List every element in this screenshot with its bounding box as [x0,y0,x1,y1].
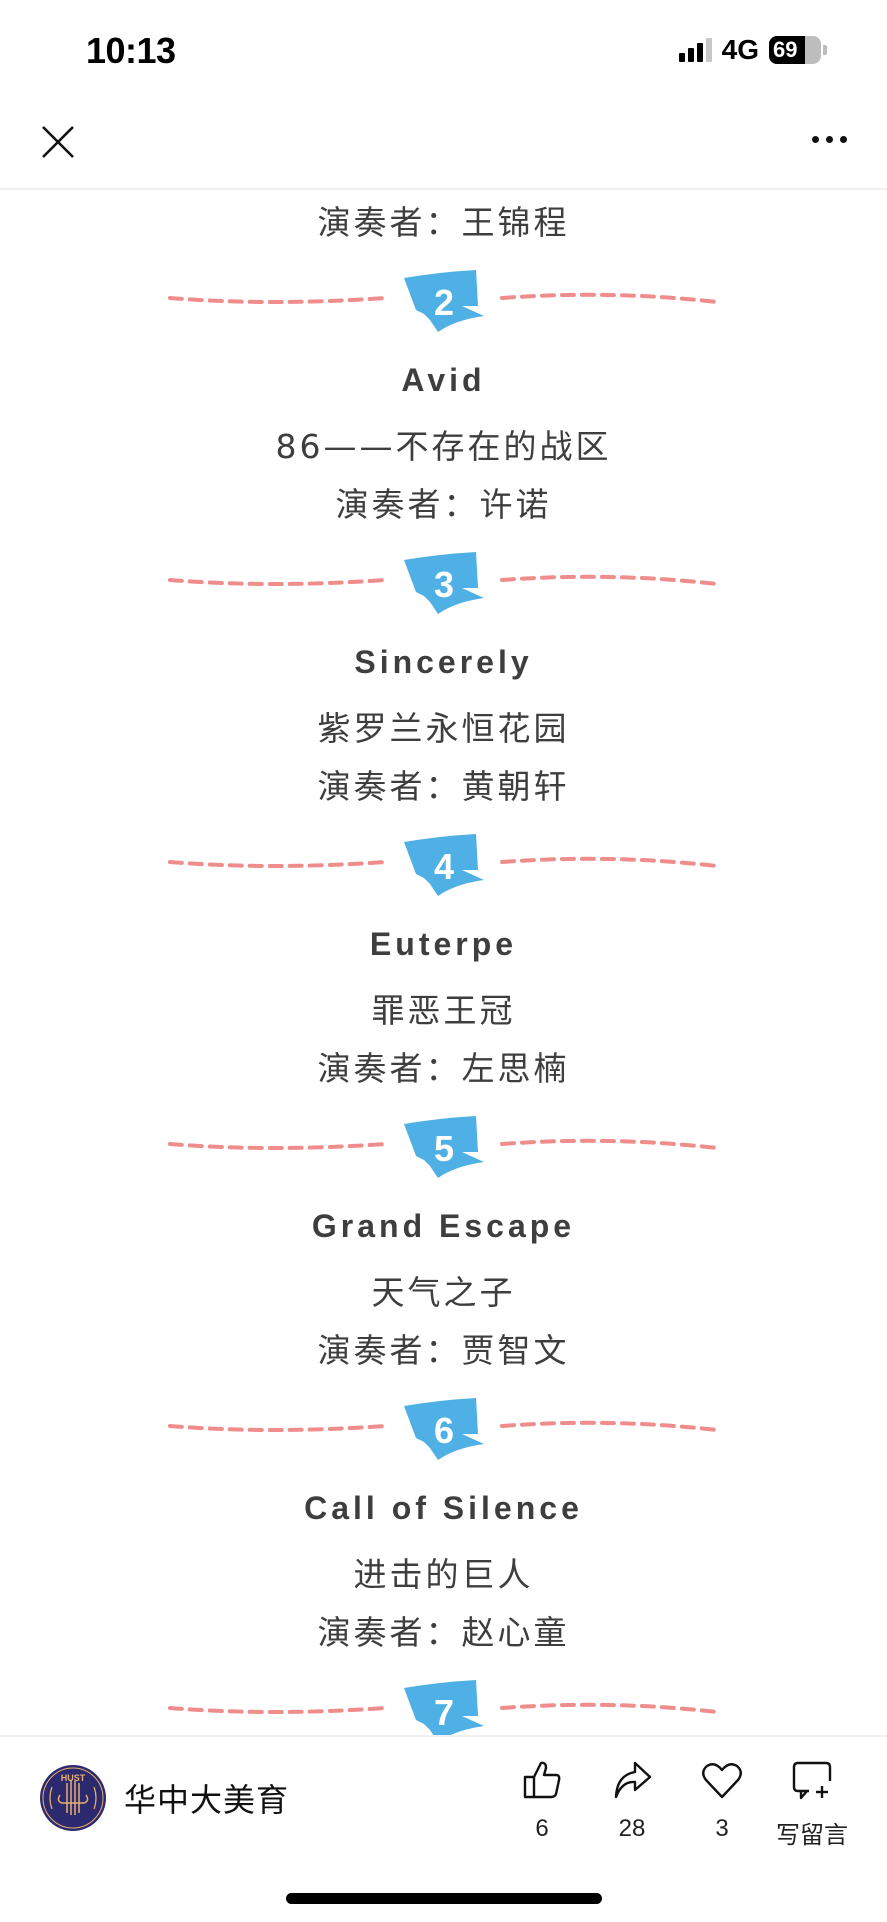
share-count: 28 [618,1815,646,1842]
account-name: 华中大美育 [124,1781,290,1819]
like-button[interactable]: 6 [497,1757,587,1850]
piece-title: Sincerely [354,644,533,680]
program-number-badge: 4 [433,846,455,887]
more-dot [812,136,819,143]
program-number-badge: 2 [433,282,455,323]
network-type: 4G [721,34,759,65]
bottom-action-bar: HUST 华中大美育 6 28 [0,1735,887,1922]
dashed-wave-icon [168,1116,719,1178]
svg-text:HUST: HUST [61,1773,86,1783]
close-icon [42,126,74,158]
dashed-wave-icon [168,552,719,614]
performer-line: 演奏者：王锦程 [317,203,570,242]
thumbs-up-icon [523,1761,561,1799]
more-dot [826,136,833,143]
battery-tip [823,45,827,55]
favorite-count: 3 [715,1815,729,1842]
piece-title: Grand Escape [311,1208,576,1244]
piece-source: 天气之子 [371,1273,516,1312]
program-divider: 4 [0,834,887,904]
dashed-wave-icon [168,270,719,332]
home-indicator[interactable] [286,1893,602,1904]
program-divider: 2 [0,270,887,340]
write-comment-label: 写留言 [776,1822,848,1849]
favorite-button[interactable]: 3 [677,1757,767,1850]
signal-icon [678,38,712,62]
performer-line: 演奏者：黄朝轩 [317,767,570,806]
write-comment-button[interactable]: 写留言 [767,1757,857,1850]
more-button[interactable] [812,136,847,143]
battery-percent: 69 [773,37,798,62]
piece-title: Euterpe [369,926,518,962]
share-icon [614,1761,652,1799]
performer-line: 演奏者：左思楠 [317,1049,570,1088]
piece-source: 紫罗兰永恒花园 [317,709,570,748]
dashed-wave-icon [168,834,719,896]
dashed-wave-icon [168,1398,719,1460]
piece-source: 进击的巨人 [353,1555,534,1594]
piece-source: 86——不存在的战区 [275,427,612,466]
program-number-badge: 7 [433,1692,455,1733]
like-count: 6 [535,1815,549,1842]
hust-logo-icon: HUST [42,1767,104,1829]
program-number-badge: 3 [433,564,455,605]
program-divider: 3 [0,552,887,622]
account-logo: HUST [40,1765,106,1831]
performer-line: 演奏者：赵心童 [317,1613,570,1652]
program-number-badge: 5 [433,1128,455,1169]
status-indicators: 4G 69 [678,34,827,66]
dashed-wave-icon [168,1680,719,1735]
account-link[interactable]: HUST 华中大美育 [40,1765,289,1831]
article-content: 演奏者：王锦程 2 Avid 86——不存在的战区 演奏者：许诺 3 Since… [0,190,887,1735]
performer-line: 演奏者：许诺 [335,485,552,524]
piece-title: Call of Silence [304,1490,583,1526]
program-divider: 7 [0,1680,887,1735]
program-number-badge: 6 [433,1410,455,1451]
comment-add-icon [792,1761,832,1800]
program-divider: 6 [0,1398,887,1468]
action-group: 6 28 3 写留言 [497,1757,857,1850]
battery-icon: 69 [769,36,821,64]
more-dot [840,136,847,143]
performer-line: 演奏者：贾智文 [317,1331,570,1370]
nav-bar [0,100,887,190]
heart-icon [702,1763,742,1799]
share-button[interactable]: 28 [587,1757,677,1850]
piece-source: 罪恶王冠 [371,991,516,1030]
status-bar: 10:13 4G 69 [0,0,887,100]
piece-title: Avid [401,362,486,398]
close-button[interactable] [40,124,76,160]
program-divider: 5 [0,1116,887,1186]
status-time: 10:13 [86,30,176,71]
